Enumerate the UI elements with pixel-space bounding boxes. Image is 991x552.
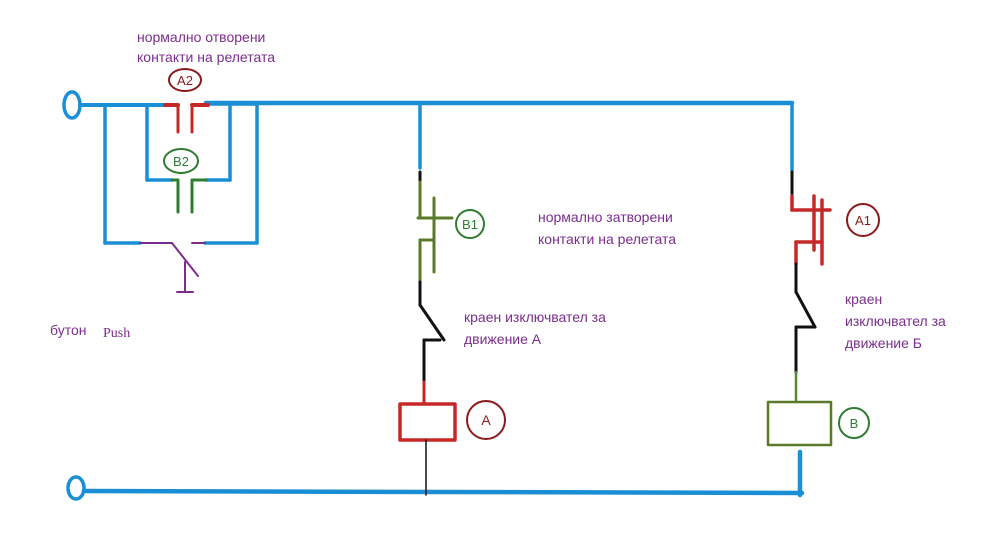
- tag-b1: B1: [455, 209, 485, 239]
- no-contacts-label-line1: нормално отворени: [137, 29, 265, 45]
- tag-b2: B2: [163, 148, 199, 174]
- limit-b-label-line1: краен: [845, 291, 882, 307]
- tag-coil-a-text: A: [481, 412, 491, 428]
- tag-a2-text: A2: [177, 73, 193, 88]
- tag-a2: A2: [168, 68, 202, 92]
- tag-b2-text: B2: [173, 154, 189, 169]
- top-rail: [62, 90, 795, 245]
- a2-no-contact: [163, 103, 210, 134]
- tag-a1-text: A1: [855, 213, 871, 228]
- coil-b-symbol: [766, 400, 833, 447]
- b2-no-contact: [170, 178, 208, 214]
- nc-contacts-label-line1: нормално затворени: [538, 209, 673, 225]
- limit-a-label-line2: движение А: [464, 331, 542, 347]
- limit-a-label-line1: краен изключвател за: [464, 309, 606, 325]
- button-label: бутон: [50, 322, 86, 338]
- tag-coil-b-text: B: [850, 416, 859, 431]
- tag-coil-a: A: [466, 400, 506, 440]
- branch-b: [766, 101, 833, 447]
- nc-contacts-label-line2: контакти на релетата: [538, 231, 676, 247]
- top-terminal: [62, 90, 82, 120]
- limit-b-label-line2: изключвател за: [845, 313, 946, 329]
- tag-coil-b: B: [838, 407, 870, 439]
- limit-b-label-line3: движение Б: [845, 335, 922, 351]
- tag-a1: A1: [846, 203, 880, 237]
- branch-a: [398, 101, 457, 496]
- push-button-symbol: [139, 242, 206, 293]
- annotations: нормално отворени контакти на релетата н…: [50, 29, 946, 351]
- push-label: Push: [103, 326, 130, 341]
- bottom-rail: [66, 449, 805, 501]
- no-contacts-label-line2: контакти на релетата: [137, 49, 275, 65]
- tag-b1-text: B1: [462, 217, 478, 232]
- coil-a-symbol: [398, 402, 457, 442]
- bottom-terminal: [66, 475, 86, 501]
